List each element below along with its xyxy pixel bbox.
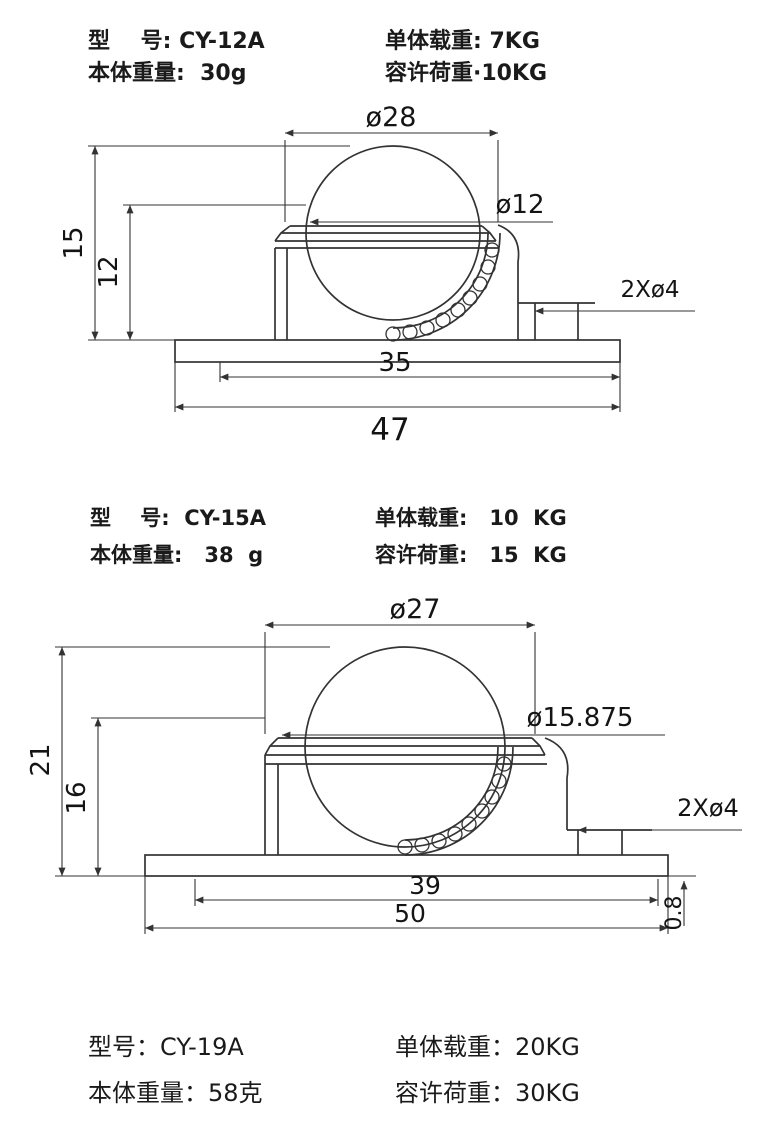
drawing-cy12a: ø28 ø12 15 12 35 47 2Xø4 (59, 102, 695, 448)
dim-total-height-label: 21 (26, 743, 56, 776)
cup-right-wall (544, 737, 569, 830)
flange-base (174, 339, 621, 363)
mount-step-and-holes (567, 829, 652, 855)
housing-body (274, 248, 288, 340)
part-geometry-cy12a (174, 145, 621, 363)
spec-block-cy19a: 型号：CY-19A 本体重量：58克 单体载重：20KG 容许荷重：30KG (88, 1024, 580, 1116)
model-label: 型 号: CY-12A (88, 29, 265, 54)
spec-block-cy12a: 型 号: CY-12A 本体重量: 30g 单体载重: 7KG 容许荷重·10K… (88, 26, 547, 90)
part-geometry-cy15a (144, 646, 669, 877)
dimensions-cy12a: ø28 ø12 15 12 35 47 2Xø4 (59, 102, 695, 448)
dim-body-height-label: 12 (94, 255, 124, 288)
housing-body (264, 755, 279, 855)
dim-body-height-label: 16 (62, 781, 92, 814)
dim-flange-width-label: 47 (370, 412, 409, 448)
cup-right-wall (497, 224, 520, 340)
cap-rings (265, 737, 547, 765)
flange-base (144, 854, 669, 877)
dim-flange-width-label: 50 (394, 899, 426, 928)
weight-label: 本体重量: 30g (88, 61, 247, 86)
model-label: 型 号: CY-15A (90, 506, 266, 530)
mount-step-and-holes (518, 302, 595, 340)
spec-right-column: 单体载重: 7KG 容许荷重·10KG (385, 26, 547, 90)
cage-inner-arc (404, 746, 499, 841)
bearing-balls (397, 756, 512, 855)
spec-left-column: 型 号: CY-12A 本体重量: 30g (88, 26, 385, 90)
drawing-cy15a: ø27 ø15.875 21 16 39 50 2Xø4 (26, 598, 742, 934)
dim-mount-holes-label: 2Xø4 (620, 277, 679, 303)
allowable-load-label: 容许荷重·10KG (385, 61, 548, 86)
spec-right-column: 单体载重: 10 KG 容许荷重: 15 KG (375, 500, 567, 574)
dim-flange-thickness-label: 0.8 (662, 896, 687, 931)
dim-total-height-label: 15 (59, 226, 89, 259)
allowable-load-label: 容许荷重：30KG (395, 1079, 580, 1107)
dim-inner-width-label: 35 (378, 348, 411, 378)
model-label: 型号：CY-19A (88, 1033, 244, 1061)
dim-mount-holes-label: 2Xø4 (677, 794, 739, 822)
weight-label: 本体重量: 38 g (90, 543, 264, 567)
cap-rings (275, 225, 498, 249)
dimensions-cy15a: ø27 ø15.875 21 16 39 50 2Xø4 (26, 598, 742, 934)
spec-left-column: 型 号: CY-15A 本体重量: 38 g (90, 500, 375, 574)
cage-outer-arc (404, 746, 514, 856)
cap-ring-edges (264, 737, 546, 756)
unit-load-label: 单体载重：20KG (395, 1033, 580, 1061)
spec-left-column: 型号：CY-19A 本体重量：58克 (88, 1024, 395, 1116)
dim-ball-diameter-label: ø12 (496, 190, 545, 220)
spec-block-cy15a: 型 号: CY-15A 本体重量: 38 g 单体载重: 10 KG 容许荷重:… (90, 500, 567, 574)
bearing-balls (385, 242, 500, 342)
spec-right-column: 单体载重：20KG 容许荷重：30KG (395, 1024, 580, 1116)
allowable-load-label: 容许荷重: 15 KG (375, 543, 567, 567)
dim-cap-diameter-label: ø28 (366, 102, 417, 133)
dim-cap-diameter-label: ø27 (390, 598, 441, 625)
unit-load-label: 单体载重: 10 KG (375, 506, 567, 530)
dim-inner-width-label: 39 (409, 871, 441, 900)
dim-ball-diameter-label: ø15.875 (527, 703, 634, 733)
cap-ring-edges (274, 225, 497, 242)
main-ball (304, 646, 506, 848)
unit-load-label: 单体载重: 7KG (385, 29, 540, 54)
weight-label: 本体重量：58克 (88, 1079, 263, 1107)
cage-outer-arc (392, 232, 501, 341)
